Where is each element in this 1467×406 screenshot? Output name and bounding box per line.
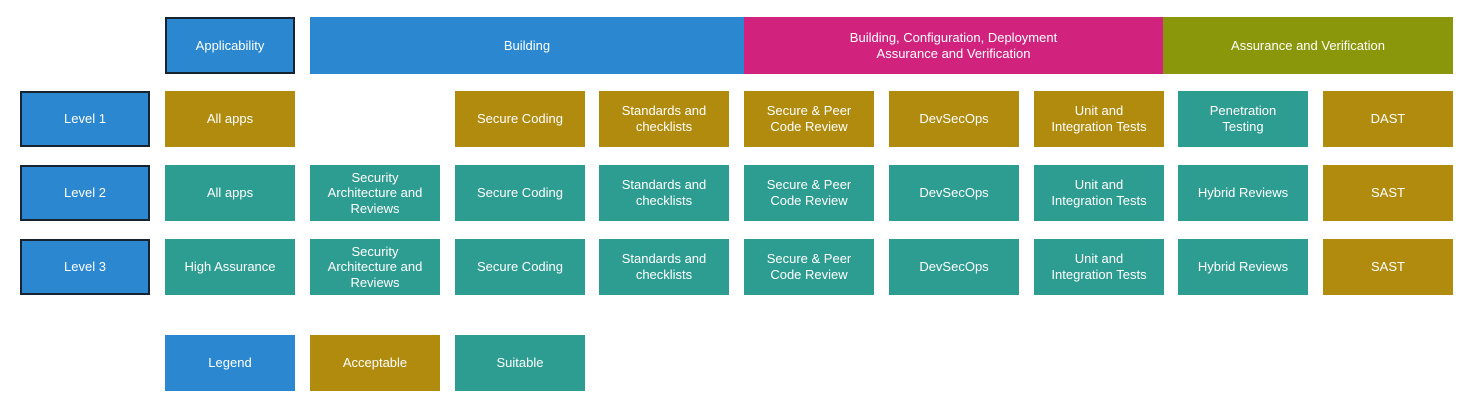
header-assurance-verification: Assurance and Verification <box>1163 17 1453 74</box>
cell-level3-unit-integration-tests: Unit and Integration Tests <box>1034 239 1164 295</box>
cell-level2-secure-peer-code-review: Secure & Peer Code Review <box>744 165 874 221</box>
cell-level1-applicability: All apps <box>165 91 295 147</box>
cell-level1-devsecops: DevSecOps <box>889 91 1019 147</box>
cell-level3-applicability: High Assurance <box>165 239 295 295</box>
header-bcd-line1: Building, Configuration, Deployment <box>849 29 1058 45</box>
cell-level1-penetration-testing: Penetration Testing <box>1178 91 1308 147</box>
cell-level3-secure-coding: Secure Coding <box>455 239 585 295</box>
cell-level2-standards-checklists: Standards and checklists <box>599 165 729 221</box>
cell-level3-security-architecture-reviews: Security Architecture and Reviews <box>310 239 440 295</box>
cell-level3-hybrid-reviews: Hybrid Reviews <box>1178 239 1308 295</box>
cell-level3-secure-peer-code-review: Secure & Peer Code Review <box>744 239 874 295</box>
cell-level3-standards-checklists: Standards and checklists <box>599 239 729 295</box>
level-3-label: Level 3 <box>20 239 150 295</box>
header-applicability: Applicability <box>165 17 295 74</box>
header-building-config-deployment: Building, Configuration, Deployment Assu… <box>744 17 1163 74</box>
legend-acceptable: Acceptable <box>310 335 440 391</box>
cell-level2-devsecops: DevSecOps <box>889 165 1019 221</box>
cell-level2-unit-integration-tests: Unit and Integration Tests <box>1034 165 1164 221</box>
cell-level2-sast: SAST <box>1323 165 1453 221</box>
cell-level1-standards-checklists: Standards and checklists <box>599 91 729 147</box>
header-building: Building <box>310 17 744 74</box>
legend-suitable: Suitable <box>455 335 585 391</box>
legend-title: Legend <box>165 335 295 391</box>
cell-level2-security-architecture-reviews: Security Architecture and Reviews <box>310 165 440 221</box>
header-bcd-line2: Assurance and Verification <box>876 45 1031 61</box>
cell-level3-sast: SAST <box>1323 239 1453 295</box>
cell-level1-secure-peer-code-review: Secure & Peer Code Review <box>744 91 874 147</box>
cell-level2-applicability: All apps <box>165 165 295 221</box>
cell-level2-hybrid-reviews: Hybrid Reviews <box>1178 165 1308 221</box>
cell-level1-secure-coding: Secure Coding <box>455 91 585 147</box>
cell-level3-devsecops: DevSecOps <box>889 239 1019 295</box>
cell-level1-unit-integration-tests: Unit and Integration Tests <box>1034 91 1164 147</box>
level-1-label: Level 1 <box>20 91 150 147</box>
cell-level1-dast: DAST <box>1323 91 1453 147</box>
level-2-label: Level 2 <box>20 165 150 221</box>
cell-level2-secure-coding: Secure Coding <box>455 165 585 221</box>
